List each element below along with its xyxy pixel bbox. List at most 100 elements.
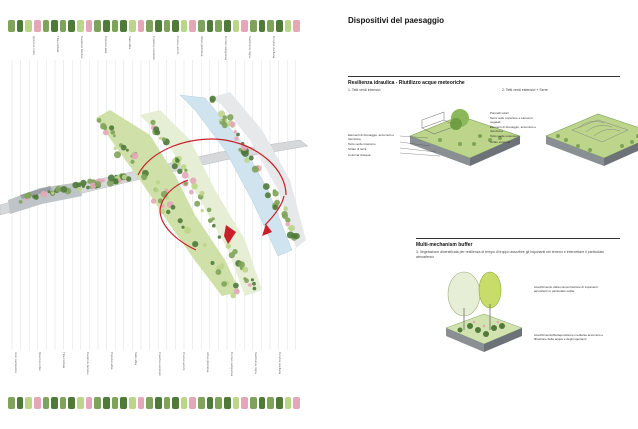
species-thumbnail xyxy=(189,20,197,32)
tree-canopy xyxy=(222,115,228,120)
species-thumbnail xyxy=(267,20,274,32)
species-thumbnail xyxy=(215,397,223,409)
species-thumbnail xyxy=(25,20,32,32)
species-thumbnail xyxy=(25,397,32,409)
species-thumbnail xyxy=(94,20,102,32)
landscape-plan-drawing xyxy=(0,60,309,350)
species-thumbnail xyxy=(33,397,41,409)
species-label: Salix alba xyxy=(134,352,138,366)
tree-canopy xyxy=(113,134,116,138)
tree-canopy xyxy=(103,125,108,131)
species-thumbnail xyxy=(120,20,127,32)
species-thumbnail xyxy=(232,397,240,409)
section2-description: 3. Vegetazione diversificata per resilie… xyxy=(416,250,604,259)
tree-canopy xyxy=(177,168,183,174)
tree-canopy xyxy=(47,190,51,194)
tree-canopy xyxy=(107,174,115,182)
tree-canopy xyxy=(189,189,194,195)
buffer-annotation-1: Assorbimento della concentrazione di inq… xyxy=(534,285,598,293)
tree-canopy xyxy=(252,281,256,286)
tree-canopy xyxy=(229,121,236,128)
species-label: Prunus avium xyxy=(182,352,186,371)
tree-canopy xyxy=(159,208,166,215)
tree-canopy xyxy=(180,164,187,170)
species-thumbnail xyxy=(215,20,223,32)
species-thumbnail xyxy=(154,397,162,409)
annotation-line: Serre sulle coperture e elementi vegetal… xyxy=(490,116,533,125)
species-thumbnail xyxy=(267,397,274,409)
species-thumbnail xyxy=(224,20,231,32)
section-rule-2 xyxy=(416,238,620,239)
species-thumbnail xyxy=(241,20,248,32)
tree-canopy xyxy=(250,278,254,282)
annotation-line: Colonna d'acqua xyxy=(348,152,371,157)
tree-canopy xyxy=(166,209,171,215)
tree-canopy xyxy=(248,283,252,287)
tree-canopy xyxy=(110,130,116,135)
tree-canopy xyxy=(150,119,156,125)
species-label: Tilia cordata xyxy=(62,352,66,369)
tree-canopy xyxy=(199,190,205,196)
tree-canopy xyxy=(283,206,288,212)
left-building-cluster xyxy=(8,182,82,214)
tree-canopy xyxy=(183,181,188,186)
tree-canopy xyxy=(153,187,159,193)
tree-canopy xyxy=(285,217,291,223)
tree-canopy xyxy=(238,261,246,268)
tree-canopy xyxy=(264,192,271,199)
tree-canopy xyxy=(50,191,55,195)
tree-canopy xyxy=(209,95,216,103)
buffer-annotation-2: Assorbimento/fitodepurazione mediante ac… xyxy=(534,333,604,341)
species-thumbnail xyxy=(77,20,84,32)
tree-canopy xyxy=(175,158,180,163)
species-thumbnail xyxy=(85,20,93,32)
tree-canopy xyxy=(227,114,234,121)
tree-canopy xyxy=(212,223,216,228)
species-thumbnail xyxy=(85,397,93,409)
tree-canopy xyxy=(80,179,87,187)
tree-canopy xyxy=(228,252,235,259)
red-path-loop xyxy=(137,138,287,251)
species-thumbnail xyxy=(68,397,76,409)
tree-canopy xyxy=(210,261,215,265)
species-thumbnail xyxy=(51,397,58,409)
tree-canopy xyxy=(262,183,270,190)
tree-canopy xyxy=(171,163,178,170)
tree-canopy xyxy=(274,199,280,206)
tree-canopy xyxy=(221,281,227,287)
tree-canopy xyxy=(126,148,129,152)
tree-canopy xyxy=(177,218,183,224)
species-thumbnail xyxy=(172,397,179,409)
tree-canopy xyxy=(191,183,198,190)
tree-canopy xyxy=(206,207,212,213)
species-thumbnail xyxy=(198,20,205,32)
tree-canopy xyxy=(202,243,207,247)
species-thumbnail xyxy=(284,20,292,32)
tree-canopy xyxy=(217,235,222,239)
species-thumbnail xyxy=(42,397,50,409)
red-arrow-mark xyxy=(224,225,236,244)
item2-label: 2. Tetti verdi estensivi + Serre xyxy=(502,88,548,92)
species-label: Alnus glutinosa xyxy=(206,352,210,373)
item1-annotations: Elementi di drenaggio, accumulo e ritenz… xyxy=(348,133,396,159)
species-thumbnail xyxy=(180,20,188,32)
tree-canopy xyxy=(114,151,121,159)
species-thumbnail xyxy=(8,20,15,32)
annotation-line: Pannelli solari xyxy=(490,111,509,115)
annotation-line: Strato di terra xyxy=(348,147,367,152)
tree-canopy xyxy=(94,181,102,188)
tree-canopy xyxy=(96,118,102,123)
tree-canopy xyxy=(207,218,213,224)
tree-canopy xyxy=(181,171,189,179)
tree-canopy xyxy=(112,178,119,185)
species-thumbnail xyxy=(59,20,67,32)
tree-canopy xyxy=(158,136,162,140)
tree-canopy xyxy=(215,269,222,275)
annotation-line: Tetto verde intensivo xyxy=(348,142,376,147)
tree-canopy xyxy=(225,243,231,249)
species-thumbnail xyxy=(163,397,171,409)
tree-canopy xyxy=(120,144,127,151)
tree-canopy xyxy=(86,185,90,190)
tree-canopy xyxy=(102,129,109,136)
